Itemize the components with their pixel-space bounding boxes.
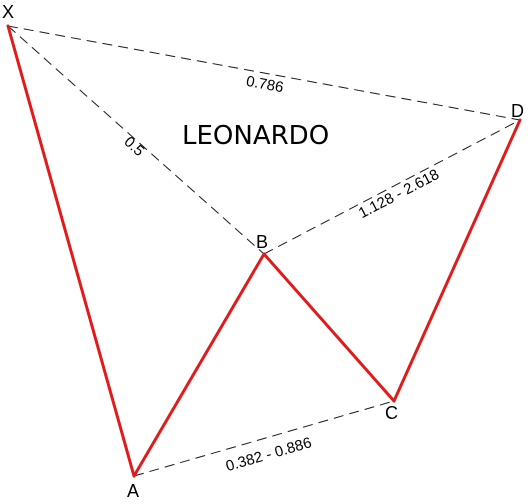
ratio-line-xb	[7, 25, 265, 255]
point-label-c: C	[385, 403, 398, 423]
ratio-label-ac: 0.382 - 0.886	[224, 434, 314, 475]
point-label-x: X	[2, 2, 14, 22]
leg-ab	[132, 252, 266, 478]
ratio-line-bd	[263, 119, 521, 255]
point-label-d: D	[511, 101, 524, 121]
ratio-label-xd: 0.786	[245, 73, 285, 96]
ratio-line-xd	[7, 25, 521, 121]
pattern-title: LEONARDO	[182, 121, 329, 151]
point-label-b: B	[256, 232, 268, 252]
leg-cd	[392, 118, 522, 403]
ratio-label-bd: 1.128 - 2.618	[356, 166, 442, 222]
ratio-label-xb: 0.5	[121, 133, 148, 160]
point-label-a: A	[127, 481, 139, 501]
leg-xa	[6, 24, 136, 478]
leg-bc	[262, 252, 396, 403]
ratio-line-ac	[133, 400, 395, 477]
